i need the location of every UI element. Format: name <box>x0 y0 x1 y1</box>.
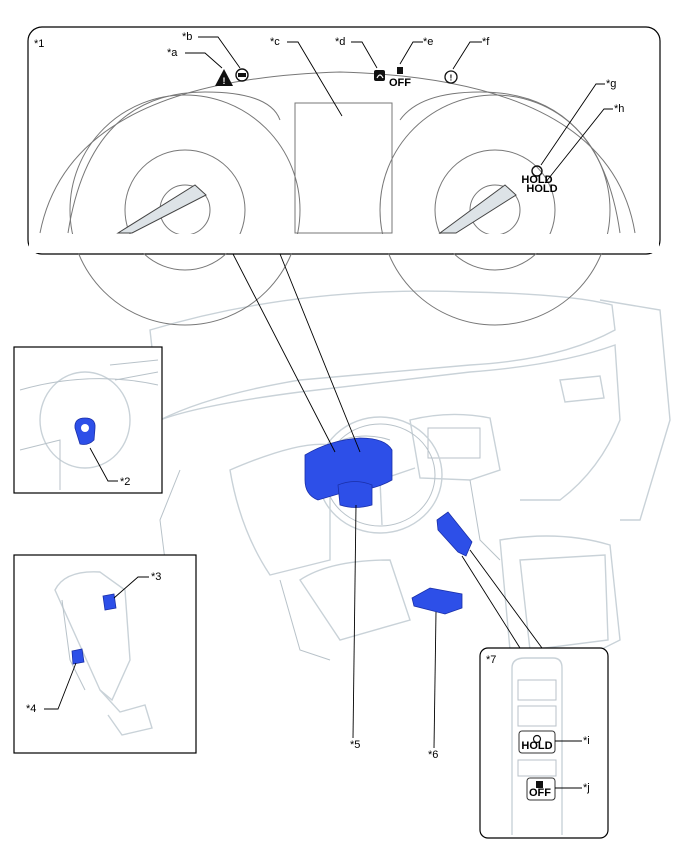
hold-text-g: HOLD <box>521 174 552 186</box>
inset-pedal-assembly: *3 *4 <box>13 554 197 754</box>
callout-i: *i <box>583 735 590 747</box>
parking-brake-icon <box>444 70 458 84</box>
brake-hold-standby-icon <box>235 68 249 82</box>
callout-inset-1: *1 <box>34 38 44 50</box>
pedal-sensor-part-4 <box>71 648 85 665</box>
callout-b: *b <box>182 31 192 43</box>
vsc-off-switch <box>526 777 556 801</box>
svg-text:!: ! <box>450 74 453 83</box>
callout-part-2: *2 <box>120 476 130 488</box>
svg-text:!: ! <box>223 76 226 86</box>
inset-1-meter-cluster: ! OFF ! HOLD HOLD *1 *a *b *c *d *e *f *… <box>27 26 661 326</box>
callout-part-5: *5 <box>350 739 360 751</box>
callout-g: *g <box>606 78 616 90</box>
callout-part-6: *6 <box>428 749 438 761</box>
stop-light-switch-part-3 <box>102 593 117 611</box>
callout-j: *j <box>583 782 590 794</box>
inset-2-steering-wheel: *2 <box>13 346 163 494</box>
callout-d: *d <box>335 36 345 48</box>
brake-hold-operated-icon <box>531 165 543 177</box>
callout-inset-7: *7 <box>486 654 496 666</box>
vehicle-interior-illustration <box>149 290 671 661</box>
inset-7-switch-panel: HOLD OFF *7 *i *j <box>479 647 609 839</box>
vsc-off-text-j: OFF <box>529 787 551 799</box>
callout-c: *c <box>270 36 280 48</box>
steering-column-part <box>337 481 373 508</box>
hold-text-i: HOLD <box>521 740 552 752</box>
master-warning-icon <box>215 69 233 86</box>
callout-part-3: *3 <box>151 571 161 583</box>
callout-h: *h <box>614 103 624 115</box>
vsc-off-icon <box>397 67 403 74</box>
hold-text-h: HOLD <box>526 183 557 195</box>
switch-panel-part <box>436 511 473 557</box>
callout-e: *e <box>423 36 433 48</box>
ecu-part-6 <box>411 587 463 615</box>
vsc-off-text: OFF <box>389 77 411 89</box>
callout-f: *f <box>482 36 490 48</box>
callout-part-4: *4 <box>26 703 36 715</box>
callout-a: *a <box>167 47 178 59</box>
